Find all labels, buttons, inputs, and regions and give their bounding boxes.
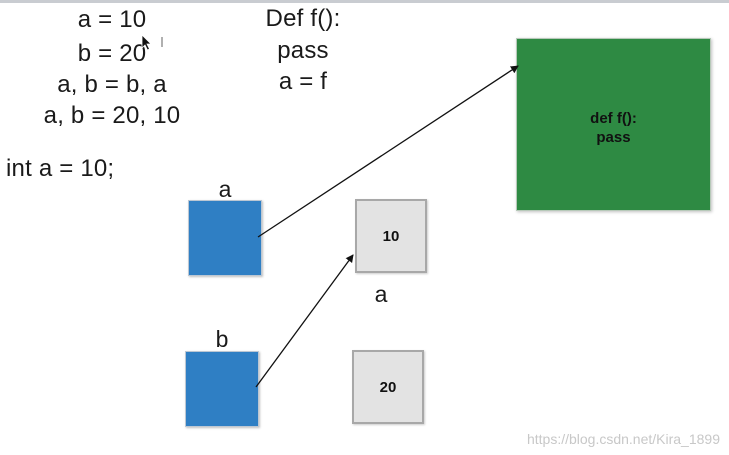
var-b-label: b bbox=[215, 326, 229, 352]
code-line-3: a, b = b, a bbox=[57, 71, 167, 98]
variable-b-box bbox=[185, 351, 259, 427]
code-line-2: b = 20 bbox=[77, 40, 147, 67]
code-line-4: a, b = 20, 10 bbox=[43, 102, 181, 129]
variable-a-box bbox=[188, 200, 262, 276]
def-line: Def f(): bbox=[265, 5, 341, 32]
function-object-box: def f(): pass bbox=[516, 38, 711, 211]
assign-line: a = f bbox=[278, 68, 328, 95]
text-caret bbox=[161, 37, 163, 47]
value-10-label: a bbox=[374, 281, 388, 307]
value-20-box: 20 bbox=[352, 350, 424, 424]
value-20-text: 20 bbox=[379, 378, 397, 396]
top-border bbox=[0, 0, 729, 3]
value-10-text: 10 bbox=[382, 227, 400, 245]
watermark: https://blog.csdn.net/Kira_1899 bbox=[526, 431, 720, 447]
function-pass-text: pass bbox=[596, 129, 631, 146]
arrow-a-to-function bbox=[257, 65, 519, 238]
function-def-text: def f(): bbox=[590, 110, 637, 127]
arrow-b-to-10 bbox=[255, 254, 354, 388]
var-a-label: a bbox=[218, 176, 232, 202]
mouse-cursor-icon bbox=[141, 34, 152, 51]
pass-line: pass bbox=[277, 37, 329, 64]
code-line-1: a = 10 bbox=[77, 6, 147, 33]
value-10-box: 10 bbox=[355, 199, 427, 273]
c-declaration: int a = 10; bbox=[6, 155, 115, 182]
